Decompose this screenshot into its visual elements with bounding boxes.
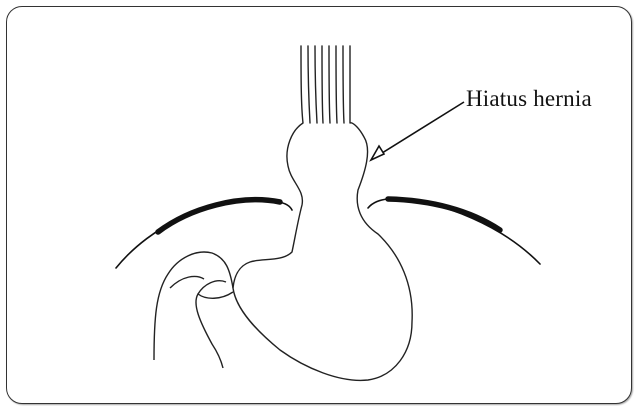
duodenum [154, 252, 233, 368]
diaphragm [116, 199, 540, 268]
esophagus [301, 46, 350, 123]
stomach-outline [233, 123, 412, 381]
annotation-arrow [371, 102, 464, 160]
hiatus-hernia-label: Hiatus hernia [466, 86, 592, 112]
